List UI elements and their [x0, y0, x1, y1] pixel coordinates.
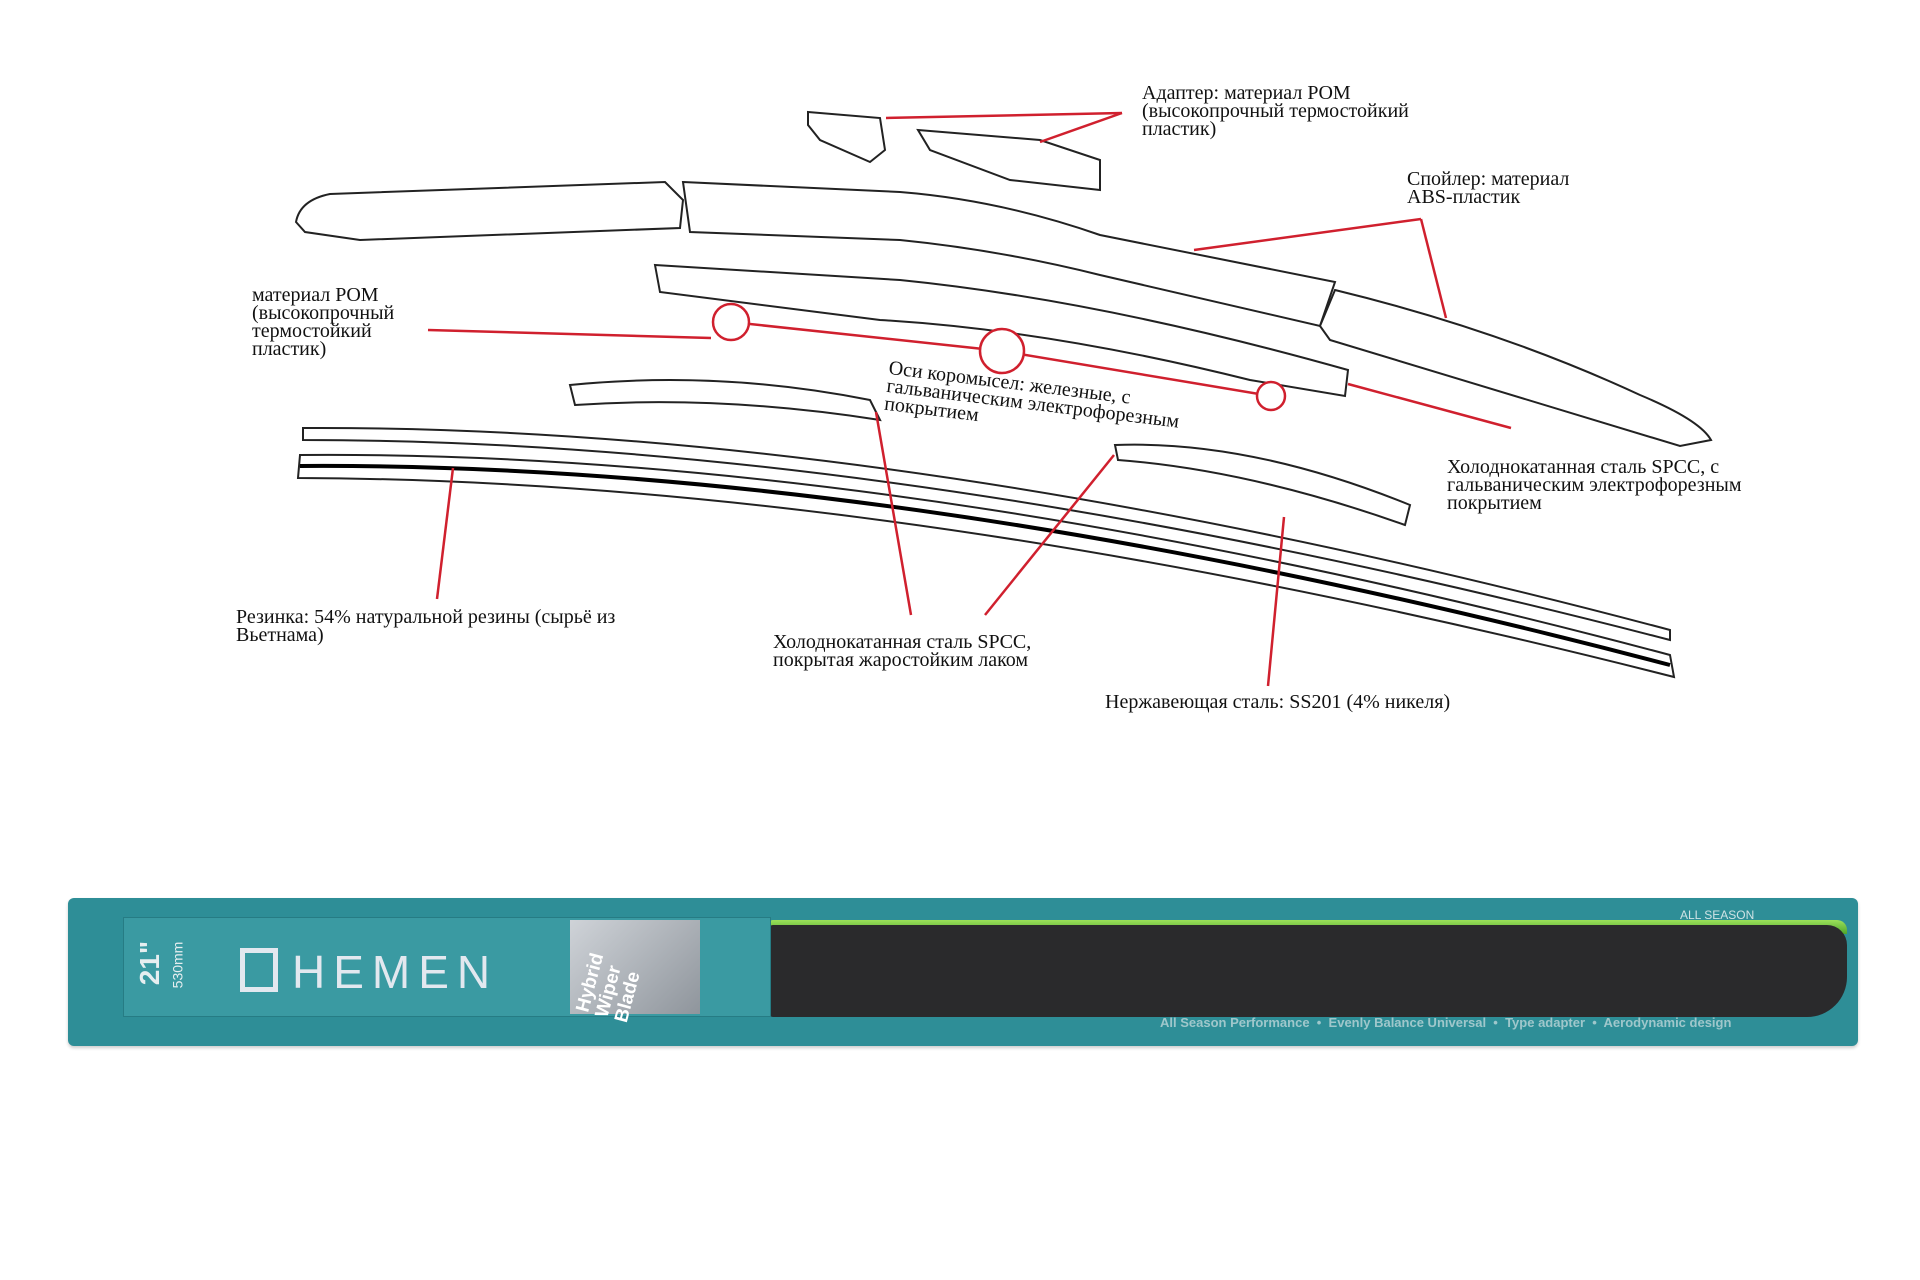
rubber-label: Резинка: 54% натуральной резины (сырьё и… — [236, 606, 616, 646]
product-name-panel: Hybrid Wiper Blade — [570, 920, 700, 1025]
size-inch: 21" — [134, 940, 166, 986]
leader-lines — [427, 111, 1512, 687]
pom-label: материал POM (высокопрочный термостойкий… — [252, 284, 395, 360]
wiper-blade-photo — [769, 925, 1847, 1017]
right-subframe — [1113, 443, 1412, 527]
features-text: All Season Performance • Evenly Balance … — [1160, 1015, 1732, 1030]
left-subframe — [568, 379, 882, 422]
adapter-label: Адаптер: материал POM (высокопрочный тер… — [1142, 82, 1409, 140]
spcc-right-label: Холоднокатанная сталь SPCC, с гальваниче… — [1447, 456, 1742, 514]
spcc-bottom-label: Холоднокатанная сталь SPCC, покрытая жар… — [773, 631, 1032, 671]
brand-name: HEMEN — [292, 946, 499, 998]
size-badge: 21" 530mm — [128, 917, 198, 1015]
left-spoiler — [294, 180, 685, 242]
rubber-blade — [296, 453, 1676, 679]
season-text: ALL SEASON — [1680, 908, 1755, 922]
steel-strip — [302, 426, 1671, 642]
stainless-label: Нержавеющая сталь: SS201 (4% никеля) — [1105, 691, 1451, 713]
adapter-clip — [807, 110, 887, 164]
spoiler-label: Спойлер: материал ABS-пластик — [1407, 168, 1570, 208]
product-name: Hybrid Wiper Blade — [572, 950, 645, 1025]
size-mm: 530mm — [169, 941, 186, 989]
right-spoiler — [1318, 288, 1713, 448]
adapter-body — [916, 128, 1101, 192]
brand-logo-icon — [240, 948, 278, 992]
